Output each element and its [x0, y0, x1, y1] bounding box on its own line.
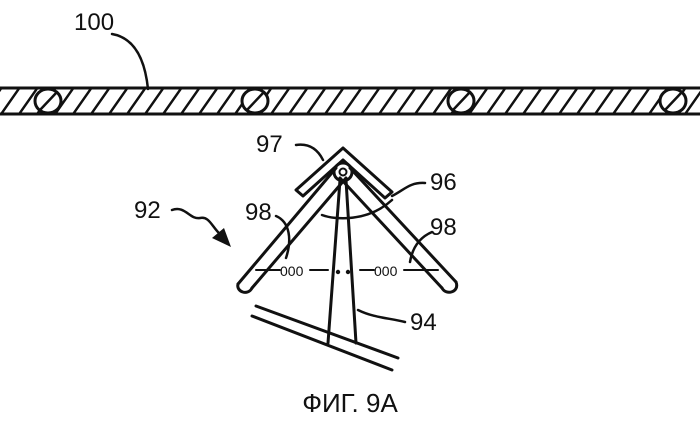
spring-left: 000 [256, 263, 328, 279]
embedded-rod [242, 89, 268, 113]
embedded-rod [448, 89, 474, 113]
label-96: 96 [430, 169, 457, 196]
spring-anchor-dots [336, 270, 350, 274]
label-100: 100 [74, 9, 114, 36]
label-94: 94 [410, 309, 437, 336]
label-98-left: 98 [245, 199, 272, 226]
embedded-rod [660, 89, 686, 113]
pivot-inner [340, 169, 347, 176]
panel-strip [0, 88, 700, 114]
leader-92 [172, 209, 222, 236]
spring-right: 000 [360, 263, 438, 279]
label-97: 97 [256, 131, 283, 158]
leader-94 [358, 310, 405, 322]
figure-caption: ФИГ. 9А [302, 388, 398, 418]
leader-100 [112, 34, 148, 89]
svg-text:000: 000 [374, 263, 398, 279]
label-98-right: 98 [430, 214, 457, 241]
leader-97 [296, 145, 323, 160]
label-92: 92 [134, 197, 161, 224]
post-94 [328, 180, 356, 343]
arrowhead-92 [212, 228, 231, 247]
embedded-rod [35, 89, 61, 113]
leader-96 [392, 183, 425, 196]
svg-text:000: 000 [280, 263, 304, 279]
